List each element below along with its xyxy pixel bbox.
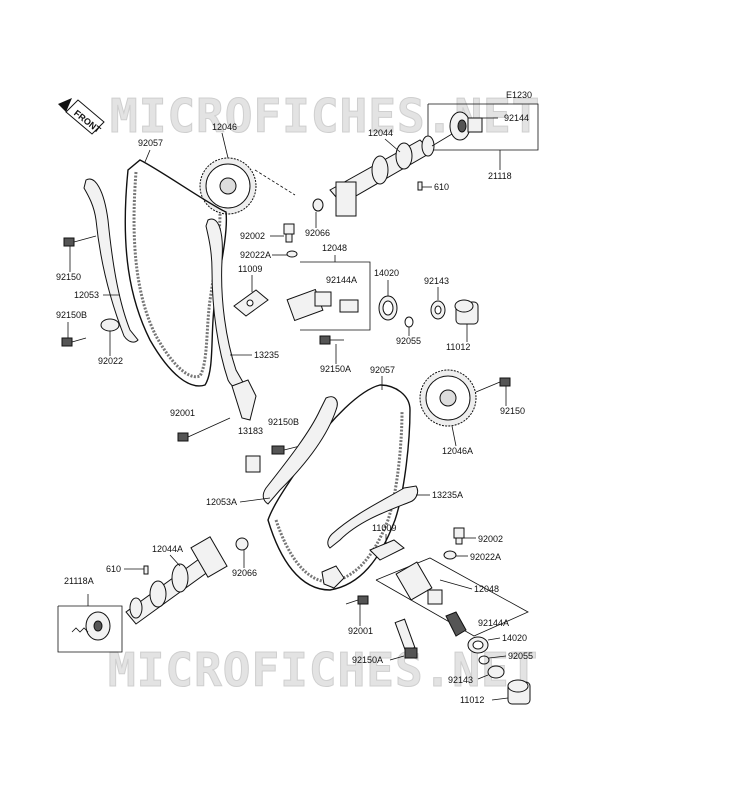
label-92022A-top: 92022A [240,250,271,260]
label-92150-left: 92150 [56,272,81,282]
label-12048-bottom: 12048 [474,584,499,594]
sprocket-12046 [199,157,257,215]
chain-92057-top [124,159,228,387]
label-11012-top: 11012 [446,342,470,352]
label-92066-bottom: 92066 [232,568,257,578]
box-12048-top [286,255,371,331]
pin-610-bottom [143,565,149,575]
label-92150A-bottom: 92150A [352,655,383,665]
washer-92022 [100,318,120,332]
bracket-bottom [321,565,345,589]
washer-92066-top [312,198,324,212]
bolt-92150A-bottom [394,618,418,659]
guide-12053 [83,178,139,343]
label-92144A-top: 92144A [326,275,357,285]
label-92066-top: 92066 [305,228,330,238]
label-610-bottom: 610 [106,564,121,574]
bolt-92150A-top [319,335,344,345]
label-12053A: 12053A [206,497,237,507]
label-21118A: 21118A [64,576,94,586]
cap-14020-top [378,295,398,321]
box-21118A [57,594,123,653]
label-13235: 13235 [254,350,279,360]
washer-92022A-bottom [443,550,457,560]
pin-610-top [417,181,423,191]
label-92001-bottom: 92001 [348,626,373,636]
box-12048-bottom [375,557,529,637]
label-12053: 12053 [74,290,99,300]
label-92022A-bottom: 92022A [470,552,501,562]
label-13235A: 13235A [432,490,463,500]
bolt-92002-bottom [453,527,465,545]
label-12044A: 12044A [152,544,183,554]
diagram-code: E1230 [506,90,532,100]
cap-11012-top [454,299,479,325]
box-21118 [427,103,539,170]
label-92150-right: 92150 [500,406,525,416]
guide-13235A [327,485,419,549]
ring-92055-bottom [478,655,490,665]
watermark-top: MICROFICHES.NET [110,89,540,143]
label-92144-top: 92144 [504,113,529,123]
label-610-top: 610 [434,182,449,192]
label-14020-bottom: 14020 [502,633,527,643]
bolt-92150-left [63,235,97,247]
label-12048-top: 12048 [322,243,347,253]
bolt-92001-bottom [345,595,369,605]
label-92057-mid: 92057 [370,365,395,375]
label-12046A: 12046A [442,446,473,456]
bolt-92001-top [177,417,231,442]
label-92057-top: 92057 [138,138,163,148]
bolt-92150-right [475,377,511,393]
front-arrow-icon: FRONT [58,98,105,135]
label-21118: 21118 [488,171,512,181]
cap-14020-bottom [467,636,489,654]
washer-92066-bottom [235,537,249,551]
bracket-13183 [231,379,257,421]
label-11009-top: 11009 [238,264,262,274]
label-92150B-mid: 92150B [268,417,299,427]
label-92143-bottom: 92143 [448,675,473,685]
label-92150A-top: 92150A [320,364,351,374]
guide-12053A [262,396,338,505]
label-11012-bottom: 11012 [460,695,484,705]
gasket-11009-bottom [369,539,405,561]
label-92022: 92022 [98,356,123,366]
camshaft-12044 [329,133,453,217]
label-12044: 12044 [368,128,393,138]
sprocket-12046A [419,369,477,427]
bolt-92002-top [283,223,295,243]
label-92001-top: 92001 [170,408,195,418]
label-92002-top: 92002 [240,231,265,241]
label-92143-top: 92143 [424,276,449,286]
collar-92143-top [430,300,446,320]
label-92150B-left: 92150B [56,310,87,320]
collar-92143-bottom [487,665,505,679]
label-92055-bottom: 92055 [508,651,533,661]
chain-92057-mid [267,384,411,591]
ring-92055-top [404,316,414,328]
label-92055-top: 92055 [396,336,421,346]
label-11009-bottom: 11009 [372,523,396,533]
bolt-92150B-left [61,337,87,347]
label-92002-bottom: 92002 [478,534,503,544]
washer-92022A-top [286,250,298,258]
label-14020-top: 14020 [374,268,399,278]
cap-11012-bottom [507,679,531,705]
watermark-bottom: MICROFICHES.NET [108,643,538,697]
gasket-11009-top [233,289,269,317]
label-13183: 13183 [238,426,263,436]
bracket-small-mid [245,455,261,473]
label-12046: 12046 [212,122,237,132]
camshaft-12044A [125,536,228,625]
label-92144A-bottom: 92144A [478,618,509,628]
